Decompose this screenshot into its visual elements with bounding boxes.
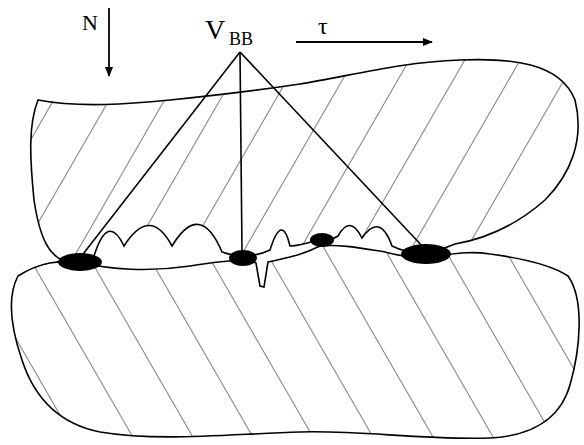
- contact-spot: [58, 253, 102, 271]
- velocity-subscript: BB: [229, 30, 253, 48]
- leader-lines: [80, 52, 424, 258]
- normal-force-arrow: [108, 8, 110, 76]
- shear-arrow: [296, 41, 432, 43]
- contact-spot: [229, 250, 257, 266]
- force-label: N: [82, 12, 98, 34]
- upper-body: [31, 60, 578, 263]
- contact-spot: [401, 244, 451, 264]
- shear-label: τ: [318, 14, 328, 38]
- velocity-label: V: [205, 16, 225, 44]
- lower-body: [12, 245, 580, 438]
- contact-spot: [310, 233, 334, 247]
